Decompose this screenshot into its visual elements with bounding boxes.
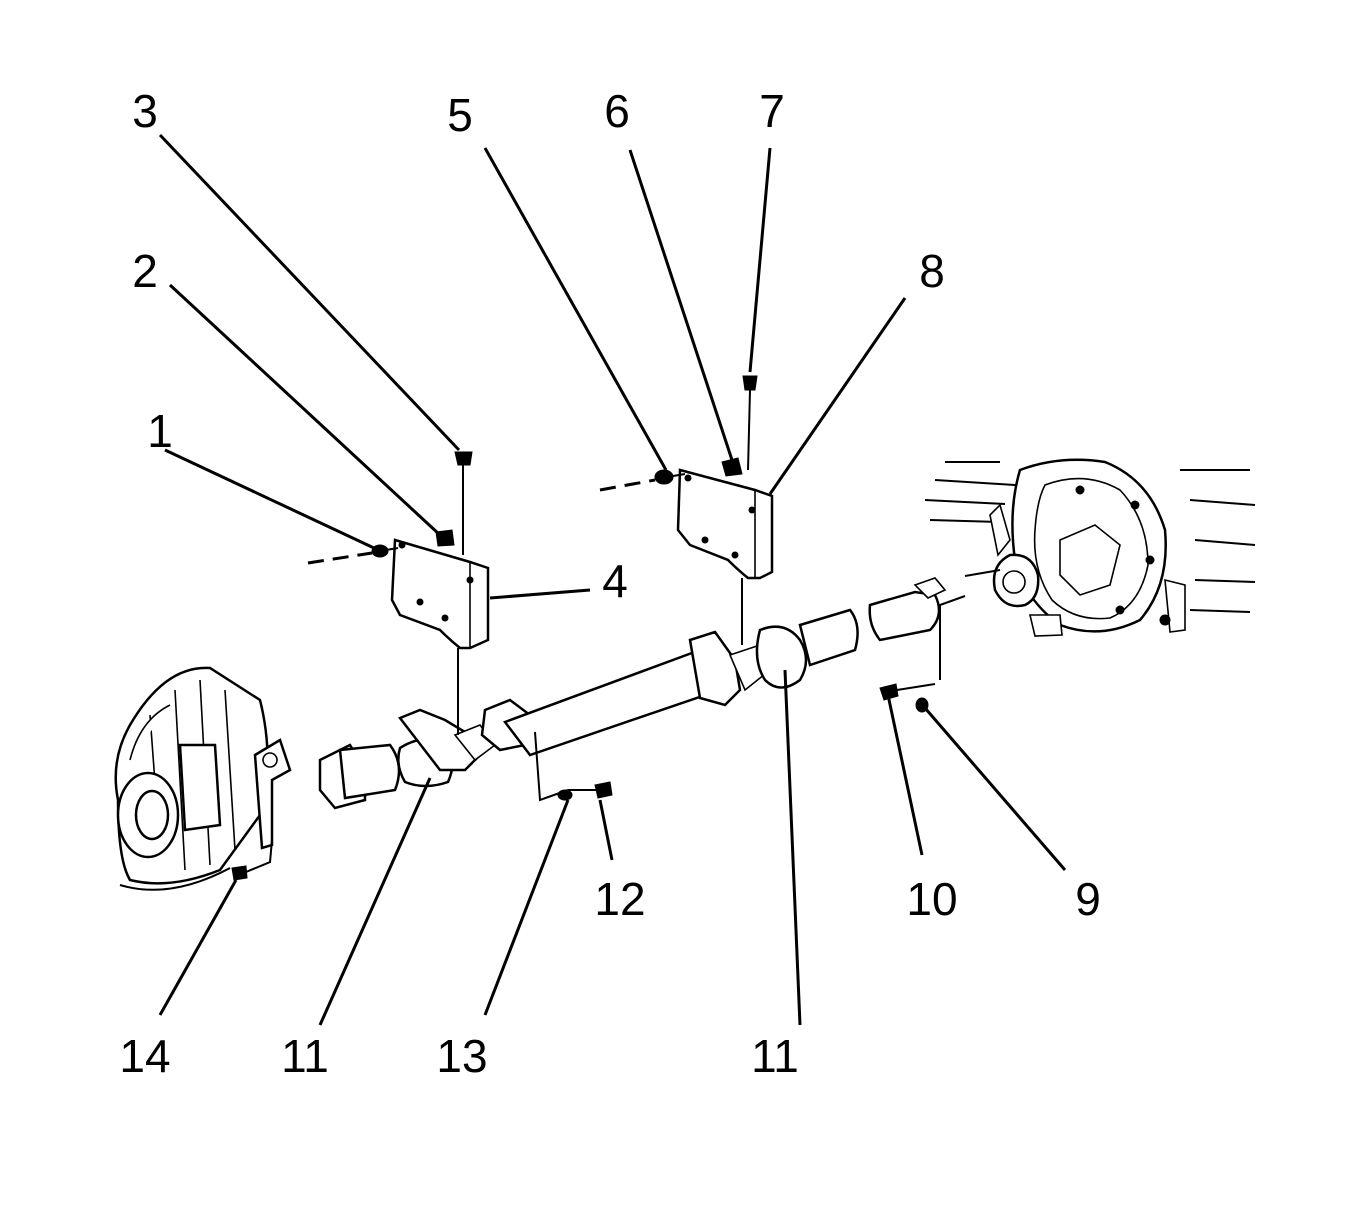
callout-6: 6 — [604, 85, 630, 137]
callout-labels: 1 2 3 4 5 6 7 8 9 10 11 11 12 13 14 — [119, 85, 1100, 1082]
leader-lines — [158, 133, 1067, 1026]
callout-12: 12 — [594, 873, 645, 925]
callout-10: 10 — [906, 873, 957, 925]
callout-14: 14 — [119, 1030, 170, 1082]
callout-2: 2 — [132, 245, 158, 297]
callout-8: 8 — [919, 245, 945, 297]
callout-3: 3 — [132, 85, 158, 137]
callout-9: 9 — [1075, 873, 1101, 925]
front-propeller-shaft — [318, 577, 947, 810]
callout-1: 1 — [147, 405, 173, 457]
callout-11-left: 11 — [281, 1030, 329, 1082]
callout-11-right: 11 — [751, 1030, 799, 1082]
transmission-output — [114, 666, 292, 891]
fasteners — [231, 375, 966, 881]
rear-axle-differential — [924, 458, 1256, 637]
callout-4: 4 — [602, 555, 628, 607]
callout-5: 5 — [447, 89, 473, 141]
bracket-shield-4 — [390, 538, 490, 650]
bracket-shield-8 — [676, 468, 774, 580]
callout-7: 7 — [759, 85, 785, 137]
callout-13: 13 — [436, 1030, 487, 1082]
